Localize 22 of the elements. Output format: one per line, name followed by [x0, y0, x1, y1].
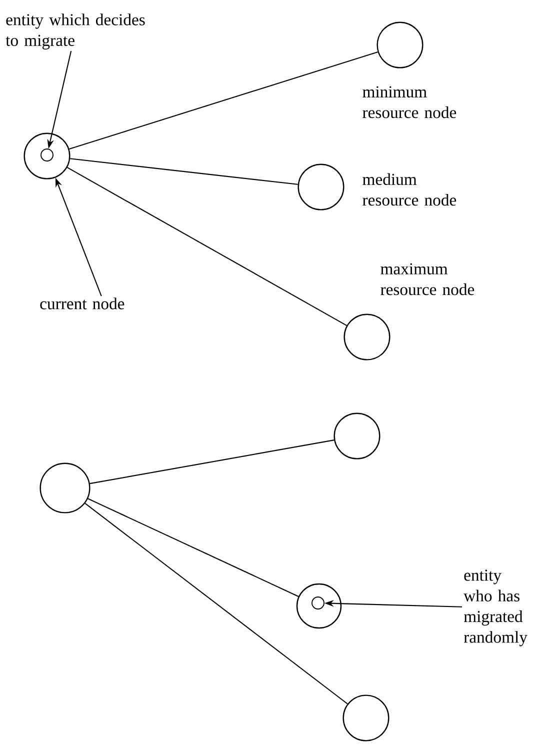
node-label: entity which decides to migrate — [6, 14, 145, 50]
resource-label: medium resource node — [362, 173, 456, 206]
link-line — [69, 51, 378, 150]
link-line — [70, 158, 298, 185]
node-circle — [342, 694, 390, 742]
node-circle — [344, 314, 390, 360]
node-circle — [376, 22, 424, 68]
node-circle — [334, 412, 380, 460]
link-line — [66, 167, 347, 326]
node-circle — [296, 583, 342, 629]
link-line — [88, 498, 299, 597]
node-circle — [40, 462, 90, 514]
node-label: current node — [40, 298, 124, 310]
resource-label: minimum resource node — [362, 86, 456, 118]
node-circle — [24, 132, 70, 180]
node-label: entity who has migrated randomly — [464, 570, 528, 646]
resource-label: maximum resource node — [380, 263, 474, 296]
node-circle — [298, 164, 344, 210]
link-line — [84, 502, 348, 704]
entity-circle — [312, 596, 324, 610]
link-line — [90, 440, 334, 484]
entity-circle — [40, 148, 54, 162]
